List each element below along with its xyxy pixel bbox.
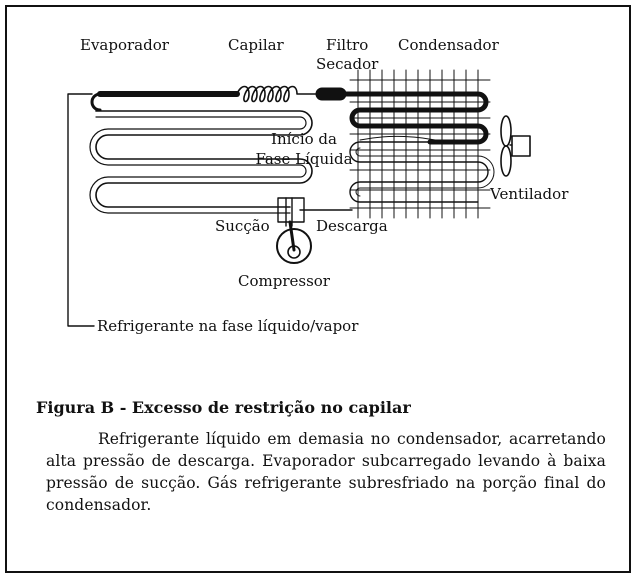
fan-motor	[511, 135, 531, 157]
filter-drier	[315, 87, 347, 101]
figure-caption: Figura B - Excesso de restrição no capil…	[36, 398, 411, 417]
fan-blade-bottom	[500, 145, 512, 177]
compressor-body	[276, 228, 312, 264]
label-compressor: Compressor	[238, 272, 330, 290]
evaporator-serpentine-outer	[95, 110, 313, 208]
condenser-grid-lines	[349, 79, 491, 209]
compressor-rod	[288, 220, 296, 252]
figure-description: Refrigerante líquido em demasia no conde…	[46, 430, 606, 514]
label-succao: Sucção	[215, 217, 270, 235]
label-filtro: Filtro Secador	[316, 37, 378, 72]
label-refrigerante: Refrigerante na fase líquido/vapor	[97, 317, 359, 335]
label-filtro-line2: Secador	[316, 55, 379, 73]
label-condensador: Condensador	[398, 36, 499, 54]
label-inicio-line2: Fase Líquida	[255, 150, 353, 168]
condenser-serpentine	[349, 141, 489, 203]
figure-frame	[5, 5, 631, 573]
label-filtro-line1: Filtro	[326, 36, 369, 54]
condenser-serpentine-inner	[355, 147, 495, 197]
label-descarga: Descarga	[316, 217, 388, 235]
fan-blade-top	[500, 115, 512, 147]
refrigerant-return-line	[67, 93, 95, 327]
capillary-coil	[236, 85, 317, 103]
label-inicio-fase-liquida: Início da Fase Líquida	[254, 131, 354, 167]
label-inicio-line1: Início da	[271, 130, 337, 148]
liquid-phase-marker	[359, 135, 445, 143]
condenser-fins	[357, 69, 479, 219]
evaporator-serpentine-inner	[89, 116, 307, 214]
label-evaporador: Evaporador	[80, 36, 169, 54]
label-ventilador: Ventilador	[490, 185, 569, 203]
evaporator-thick-left-bend	[90, 92, 102, 112]
label-capilar: Capilar	[228, 36, 284, 54]
